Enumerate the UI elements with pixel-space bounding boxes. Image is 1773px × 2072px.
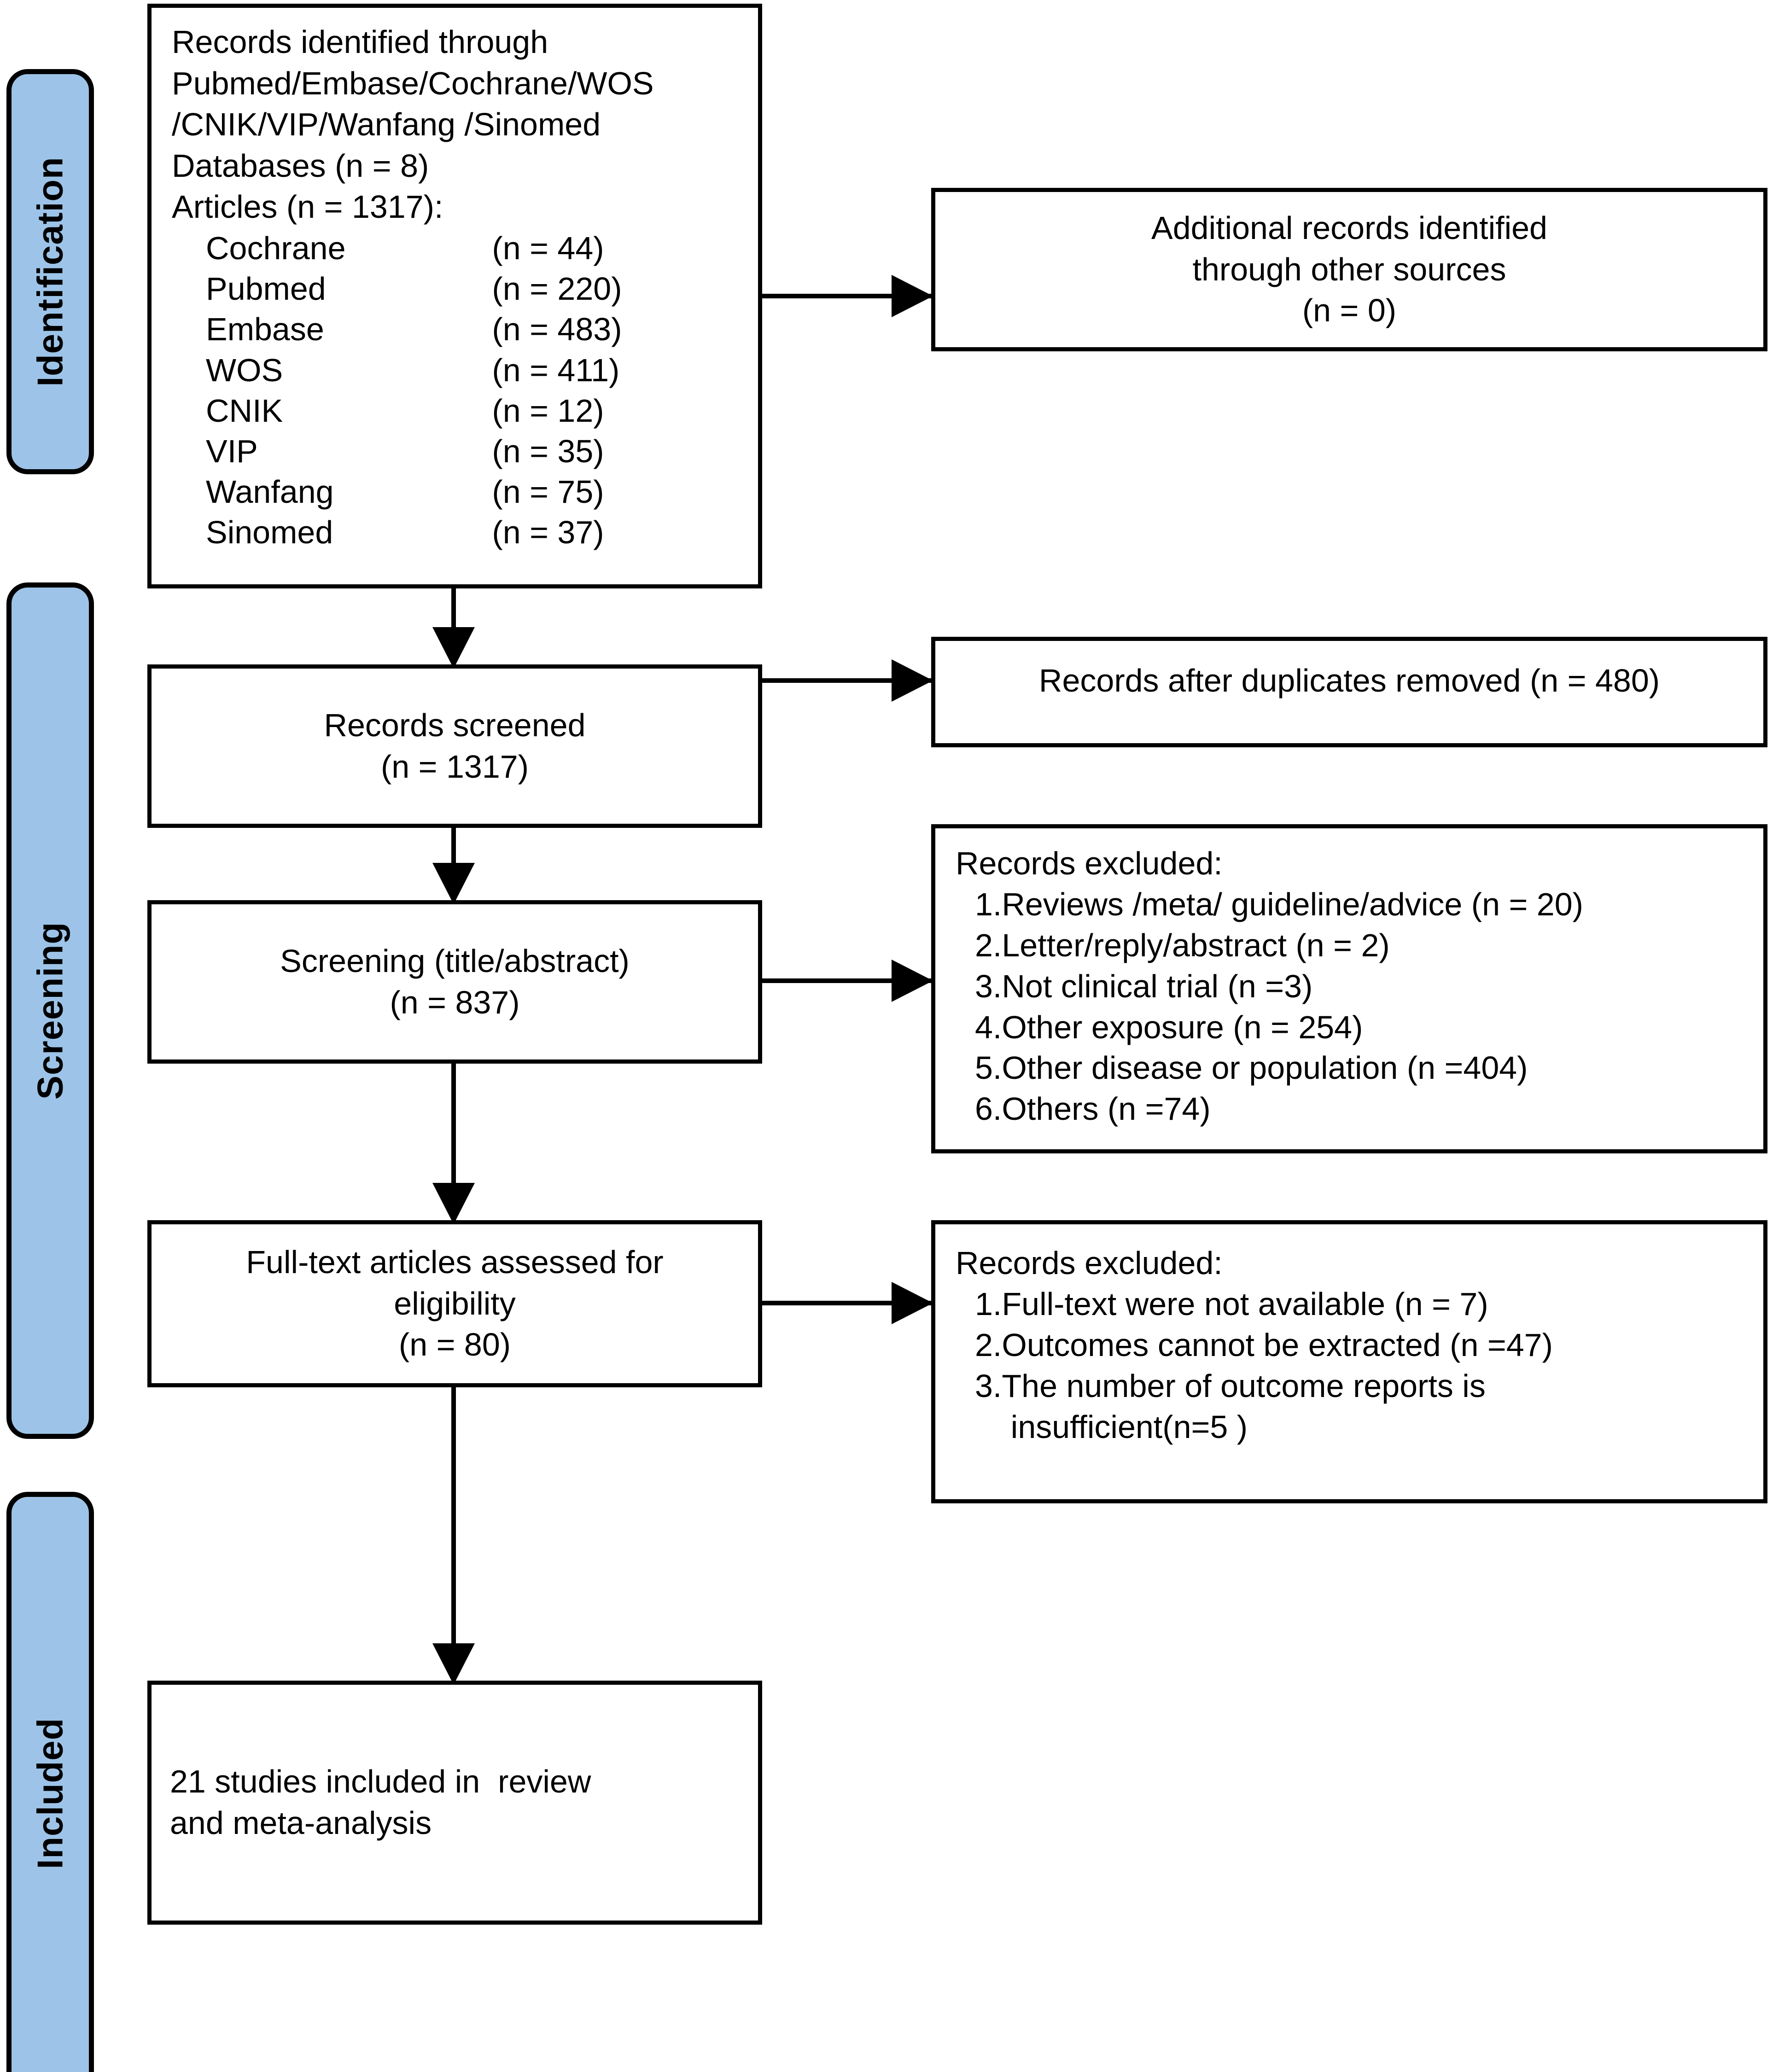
box-records-screened: Records screened (n = 1317) <box>147 664 762 828</box>
stage-label-included: Included <box>29 1717 70 1869</box>
db-count: (n = 411) <box>492 352 620 388</box>
list-item: 1.Reviews /meta/ guideline/advice (n = 2… <box>975 886 1583 922</box>
stage-bar-screening: Screening <box>6 582 94 1439</box>
excluded-fulltext-heading: Records excluded: <box>956 1245 1223 1281</box>
excluded-fulltext-list: 1.Full-text were not available (n = 7) 2… <box>935 1284 1763 1448</box>
db-count: (n = 35) <box>492 433 604 469</box>
box-excluded-fulltext: Records excluded: 1.Full-text were not a… <box>931 1220 1767 1503</box>
db-count: (n = 75) <box>492 474 604 510</box>
table-row: Sinomed (n = 37) <box>206 512 758 553</box>
list-item: 2.Outcomes cannot be extracted (n =47) <box>975 1327 1553 1363</box>
db-count: (n = 483) <box>492 311 622 348</box>
table-row: Cochrane (n = 44) <box>206 228 758 268</box>
box-screening-title-abstract: Screening (title/abstract) (n = 837) <box>147 900 762 1064</box>
db-name: Sinomed <box>206 514 333 551</box>
table-row: Embase (n = 483) <box>206 309 758 349</box>
stage-bar-identification: Identification <box>6 69 94 474</box>
stage-bar-included: Included <box>6 1492 94 2072</box>
database-counts-table: Cochrane (n = 44) Pubmed (n = 220) Embas… <box>206 228 758 553</box>
list-item: 4.Other exposure (n = 254) <box>975 1009 1363 1045</box>
db-count: (n = 44) <box>492 230 604 266</box>
box-records-identified: Records identified through Pubmed/Embase… <box>147 4 762 588</box>
db-name: Wanfang <box>206 474 334 510</box>
list-item: 1.Full-text were not available (n = 7) <box>975 1286 1488 1322</box>
db-name: Embase <box>206 311 324 348</box>
db-count: (n = 37) <box>492 514 604 551</box>
db-name: Cochrane <box>206 230 346 266</box>
box-fulltext-assessed: Full-text articles assessed for eligibil… <box>147 1220 762 1387</box>
studies-included-text: 21 studies included in review and meta-a… <box>170 1764 591 1841</box>
db-count: (n = 220) <box>492 271 622 307</box>
list-item: 6.Others (n =74) <box>975 1091 1211 1127</box>
list-item: 2.Letter/reply/abstract (n = 2) <box>975 927 1390 963</box>
db-name: Pubmed <box>206 271 326 307</box>
table-row: CNIK (n = 12) <box>206 390 758 431</box>
db-name: WOS <box>206 352 283 388</box>
excluded-screening-heading: Records excluded: <box>956 845 1223 881</box>
db-name: CNIK <box>206 392 283 429</box>
excluded-screening-list: 1.Reviews /meta/ guideline/advice (n = 2… <box>935 884 1763 1129</box>
list-item: 3.Not clinical trial (n =3) <box>975 968 1313 1004</box>
table-row: Wanfang (n = 75) <box>206 471 758 512</box>
table-row: WOS (n = 411) <box>206 350 758 390</box>
db-count: (n = 12) <box>492 392 604 429</box>
box-studies-included: 21 studies included in review and meta-a… <box>147 1681 762 1925</box>
list-item: 5.Other disease or population (n =404) <box>975 1050 1528 1086</box>
screening-title-abstract-text: Screening (title/abstract) (n = 837) <box>280 943 630 1020</box>
list-item: 3.The number of outcome reports is insuf… <box>975 1368 1486 1445</box>
records-screened-text: Records screened (n = 1317) <box>324 707 586 785</box>
records-identified-heading: Records identified through Pubmed/Embase… <box>172 24 654 225</box>
database-counts-body: Cochrane (n = 44) Pubmed (n = 220) Embas… <box>206 228 758 553</box>
duplicates-removed-text: Records after duplicates removed (n = 48… <box>1038 663 1660 698</box>
additional-records-text: Additional records identified through ot… <box>1151 210 1547 329</box>
table-row: Pubmed (n = 220) <box>206 268 758 309</box>
fulltext-assessed-text: Full-text articles assessed for eligibil… <box>246 1244 664 1363</box>
table-row: VIP (n = 35) <box>206 431 758 471</box>
box-additional-records: Additional records identified through ot… <box>931 188 1767 351</box>
db-name: VIP <box>206 433 258 469</box>
box-duplicates-removed: Records after duplicates removed (n = 48… <box>931 637 1767 747</box>
stage-label-identification: Identification <box>29 157 70 387</box>
stage-label-screening: Screening <box>29 921 70 1100</box>
box-excluded-screening: Records excluded: 1.Reviews /meta/ guide… <box>931 824 1767 1153</box>
